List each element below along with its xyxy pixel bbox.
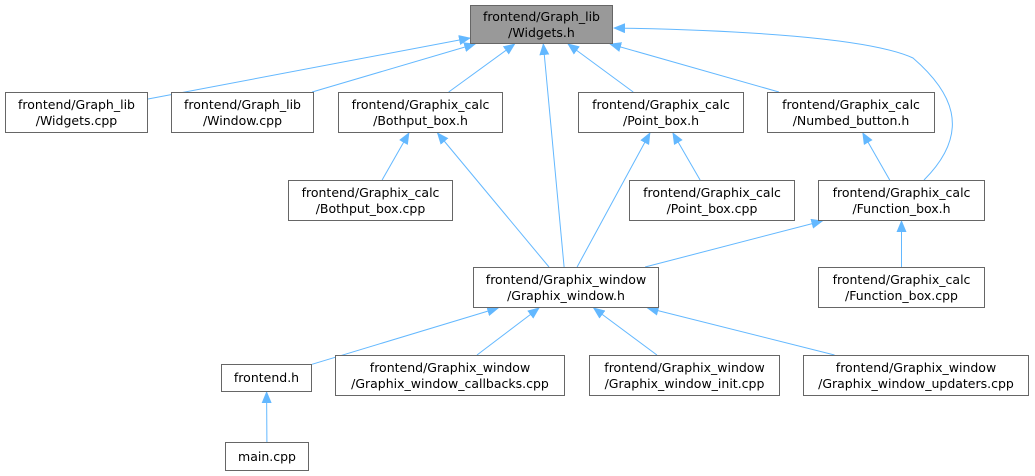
node-line-2: /Point_box.cpp <box>666 200 758 216</box>
node-line-1: frontend/Graphix_calc <box>832 271 971 287</box>
node-line-1: frontend/Graphix_window <box>604 359 765 375</box>
edge-point_box_cpp-to-point_box_h <box>672 132 701 181</box>
node-line-2: /Bothput_box.cpp <box>315 200 426 216</box>
node-line-2: /Widgets.cpp <box>35 112 118 128</box>
edge-graphix_window_h-to-point_box_h <box>576 132 651 268</box>
edge-bothput_box_cpp-to-bothput_box_h <box>381 132 410 181</box>
node-graphix-calc-point-box-cpp[interactable]: frontend/Graphix_calc /Point_box.cpp <box>629 180 795 221</box>
node-graphix-calc-numbed-button-h[interactable]: frontend/Graphix_calc /Numbed_button.h <box>767 92 935 133</box>
edge-graphix_window_h-to-bothput_box_h <box>436 132 550 268</box>
node-graphix-window-h[interactable]: frontend/Graphix_window /Graphix_window.… <box>473 267 659 308</box>
node-line-2: /Numbed_button.h <box>792 112 910 128</box>
node-line-2: /Graphix_window.h <box>507 287 625 303</box>
node-line-1: frontend/Graph_lib <box>483 8 600 24</box>
node-line-1: frontend/Graphix_window <box>485 271 647 287</box>
node-line-2: /Graphix_window_init.cpp <box>604 375 765 391</box>
node-graphix-calc-bothput-box-cpp[interactable]: frontend/Graphix_calc /Bothput_box.cpp <box>288 180 453 221</box>
node-line-2: /Graphix_window_updaters.cpp <box>818 375 1014 391</box>
edge-numbed_button_h-to-widgets_h <box>609 42 780 93</box>
edge-function_box_h-to-numbed_button_h <box>862 132 891 181</box>
node-line-2: /Function_box.cpp <box>845 287 958 303</box>
node-line-1: main.cpp <box>238 448 296 464</box>
edge-bothput_box_h-to-widgets_h <box>448 43 516 93</box>
node-graphix-calc-function-box-h[interactable]: frontend/Graphix_calc /Function_box.h <box>818 180 985 221</box>
node-graphix-calc-bothput-box-h[interactable]: frontend/Graphix_calc /Bothput_box.h <box>338 92 503 133</box>
node-line-1: frontend/Graphix_calc <box>301 184 440 200</box>
node-line-2: /Function_box.h <box>852 200 951 216</box>
edge-graphix_window_h-to-function_box_h <box>644 218 824 268</box>
node-main-cpp[interactable]: main.cpp <box>225 442 309 471</box>
edge-callbacks_cpp-to-graphix_window_h <box>476 307 540 356</box>
node-line-1: frontend/Graph_lib <box>18 96 135 112</box>
node-line-2: /Window.cpp <box>202 112 283 128</box>
node-line-2: /Point_box.h <box>623 112 699 128</box>
node-graphix-calc-point-box-h[interactable]: frontend/Graphix_calc /Point_box.h <box>578 92 744 133</box>
node-graph-lib-widgets-cpp[interactable]: frontend/Graph_lib /Widgets.cpp <box>5 92 148 133</box>
edge-frontend_h-to-graphix_window_h <box>311 306 500 365</box>
node-line-1: frontend/Graphix_window <box>835 359 997 375</box>
edge-updaters_cpp-to-graphix_window_h <box>646 305 835 356</box>
node-graphix-window-updaters-cpp[interactable]: frontend/Graphix_window /Graphix_window_… <box>803 355 1029 396</box>
node-line-1: frontend/Graphix_calc <box>643 184 781 200</box>
node-graphix-window-callbacks-cpp[interactable]: frontend/Graphix_window /Graphix_window_… <box>335 355 565 396</box>
node-line-1: frontend/Graphix_calc <box>351 96 490 112</box>
node-line-1: frontend/Graph_lib <box>184 96 301 112</box>
edge-point_box_h-to-widgets_h <box>567 43 634 93</box>
node-line-1: frontend/Graphix_calc <box>832 184 971 200</box>
edge-init_cpp-to-graphix_window_h <box>592 307 658 356</box>
node-frontend-h[interactable]: frontend.h <box>221 364 312 392</box>
node-graphix-window-init-cpp[interactable]: frontend/Graphix_window /Graphix_window_… <box>589 355 780 396</box>
node-line-1: frontend.h <box>233 370 300 385</box>
node-graph-lib-window-cpp[interactable]: frontend/Graph_lib /Window.cpp <box>171 92 314 133</box>
edge-function_box_h-to-widgets_h <box>613 23 953 181</box>
node-line-2: /Graphix_window_callbacks.cpp <box>351 375 549 391</box>
node-graph-lib-widgets-h: frontend/Graph_lib /Widgets.h <box>470 5 613 44</box>
edge-widgets_cpp-to-widgets_h <box>147 35 471 100</box>
edge-graphix_window_h-to-widgets_h <box>539 43 565 268</box>
node-graphix-calc-function-box-cpp[interactable]: frontend/Graphix_calc /Function_box.cpp <box>818 267 985 308</box>
edge-window_cpp-to-widgets_h <box>312 42 477 93</box>
node-line-1: frontend/Graphix_window <box>369 359 531 375</box>
node-line-1: frontend/Graphix_calc <box>782 96 920 112</box>
node-line-2: /Widgets.h <box>508 24 575 40</box>
node-line-1: frontend/Graphix_calc <box>592 96 730 112</box>
node-line-2: /Bothput_box.h <box>373 112 468 128</box>
